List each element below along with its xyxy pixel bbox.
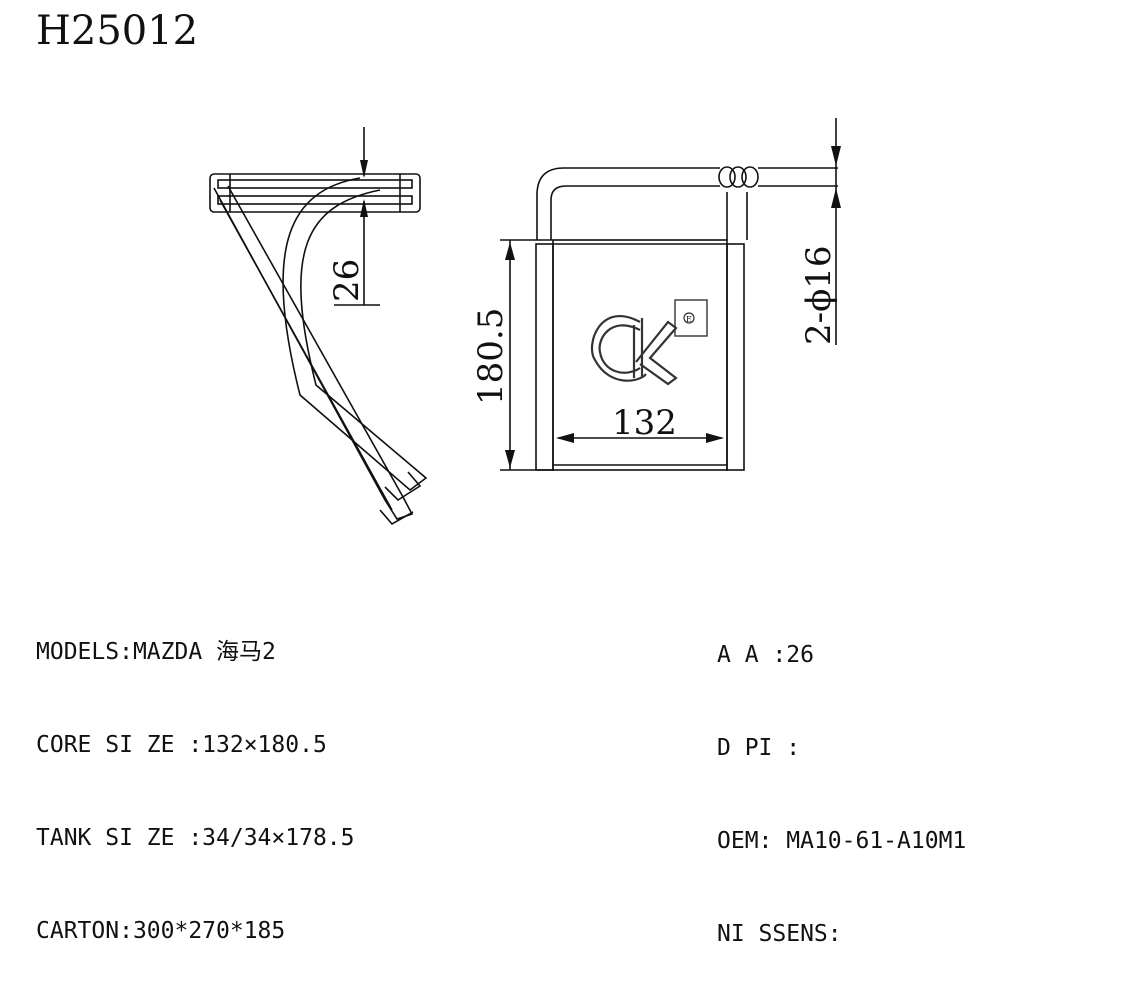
logo-registered-mark: E bbox=[686, 315, 692, 324]
heater-core-drawing: 26 180.5 132 2-ϕ16 E bbox=[209, 118, 841, 526]
spec-core-size: CORE SI ZE :132×180.5 bbox=[36, 730, 355, 761]
spec-value: 132×180.5 bbox=[202, 732, 327, 758]
spec-oem: OEM: MA10-61-A10M1 bbox=[717, 826, 966, 857]
spec-value: 34/34×178.5 bbox=[202, 825, 355, 851]
spec-value: 300*270*185 bbox=[132, 918, 286, 944]
spec-tank-size: TANK SI ZE :34/34×178.5 bbox=[36, 823, 355, 854]
spec-label: A A : bbox=[717, 642, 787, 668]
part-number-title: H25012 bbox=[36, 8, 199, 54]
dim-pipe: 2-ϕ16 bbox=[799, 245, 839, 345]
spec-label: NI SSENS: bbox=[717, 921, 842, 947]
spec-value: MAZDA 海马2 bbox=[132, 639, 276, 665]
spec-label: CORE SI ZE : bbox=[36, 732, 203, 758]
spec-label: MODELS: bbox=[36, 639, 133, 665]
spec-value: 26 bbox=[786, 642, 814, 668]
spec-label: TANK SI ZE : bbox=[36, 825, 203, 851]
spec-dpi: D PI : bbox=[717, 733, 966, 764]
spec-nissens: NI SSENS: bbox=[717, 919, 966, 950]
spec-label: D PI : bbox=[717, 735, 801, 761]
front-view bbox=[500, 118, 838, 471]
spec-label: OEM: bbox=[717, 828, 787, 854]
spec-models: MODELS:MAZDA 海马2 bbox=[36, 637, 355, 668]
dim-height: 180.5 bbox=[471, 308, 511, 405]
ck-logo-icon bbox=[590, 299, 708, 386]
side-view bbox=[209, 127, 428, 526]
dim-width: 132 bbox=[612, 403, 677, 443]
dim-tube-offset: 26 bbox=[327, 259, 367, 302]
spec-carton: CARTON:300*270*185 bbox=[36, 916, 355, 947]
specs-left: MODELS:MAZDA 海马2 CORE SI ZE :132×180.5 T… bbox=[36, 575, 355, 978]
spec-value: MA10-61-A10M1 bbox=[786, 828, 967, 854]
spec-label: CARTON: bbox=[36, 918, 133, 944]
spec-aa: A A :26 bbox=[717, 640, 966, 671]
specs-right: A A :26 D PI : OEM: MA10-61-A10M1 NI SSE… bbox=[717, 578, 966, 981]
